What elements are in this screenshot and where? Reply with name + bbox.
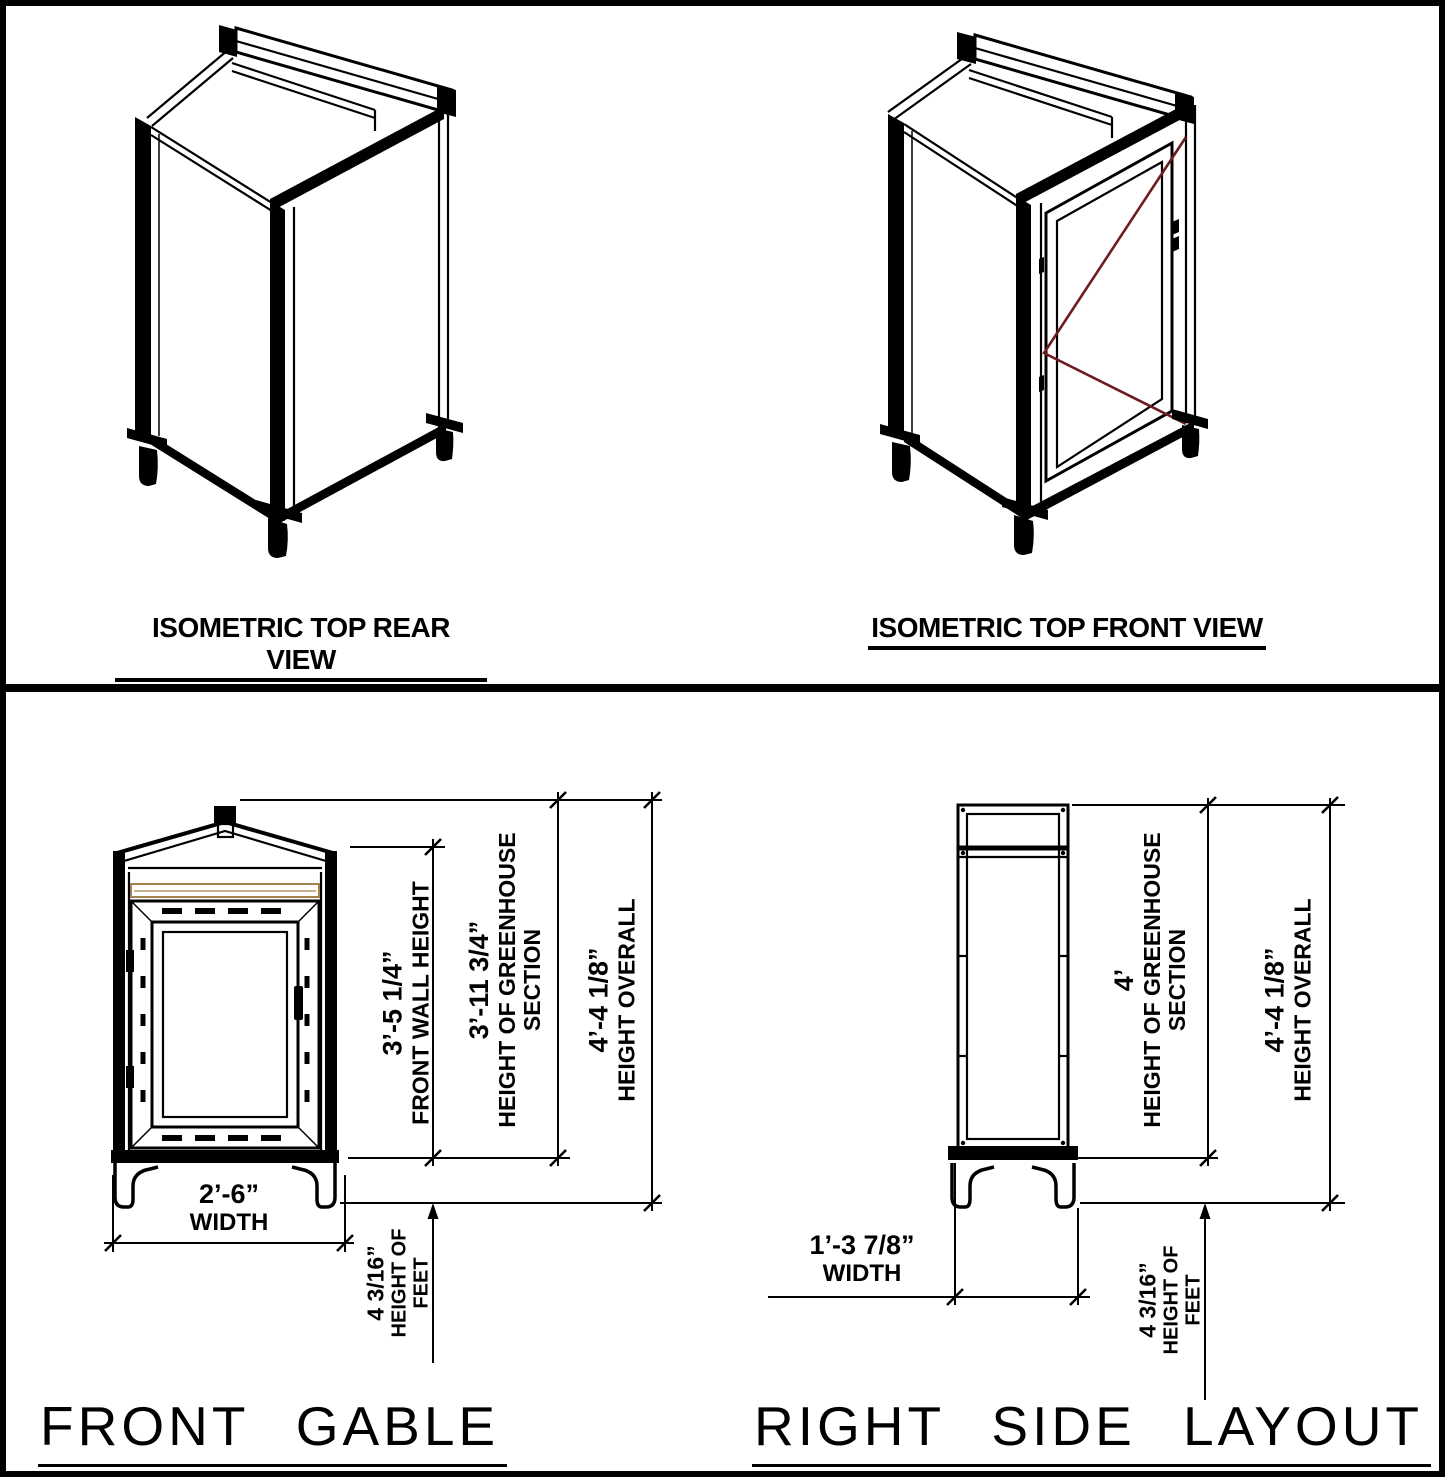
dim-value: 4 3/16” — [1134, 1262, 1161, 1338]
door-handle — [1172, 236, 1179, 252]
door-handle — [294, 986, 303, 1020]
foot — [1014, 515, 1034, 555]
dim-width: 2’-6” WIDTH — [129, 1179, 329, 1236]
rear-left-post — [135, 117, 151, 441]
gable-roof — [116, 819, 334, 855]
foot-plate — [256, 500, 302, 523]
door-glass — [161, 930, 289, 1119]
door-swing-lines — [1042, 136, 1188, 426]
iso-rear-view-title: ISOMETRIC TOP REAR VIEW — [115, 612, 487, 682]
door-frame-inner — [150, 920, 300, 1129]
eave-trim — [1016, 101, 1191, 207]
foot — [892, 442, 911, 482]
door-hinge — [1039, 375, 1044, 392]
dim-label: HEIGHT OF GREENHOUSE — [1138, 832, 1165, 1128]
iso-rear-drawing — [127, 25, 463, 558]
apex-finial — [214, 806, 236, 823]
bottom-sill — [111, 1150, 339, 1163]
right-side-title: RIGHT SIDE LAYOUT — [752, 1394, 1432, 1467]
door-hinge — [126, 1066, 134, 1088]
door-handle — [1172, 219, 1179, 235]
dim-label: HEIGHT OF — [1160, 1245, 1183, 1355]
door-hinge — [1039, 257, 1044, 274]
door-frame-outer — [129, 899, 321, 1150]
foot — [950, 1163, 995, 1209]
dim-value: 1’-3 7/8” — [809, 1230, 915, 1260]
front-gable-dimensions — [103, 790, 662, 1363]
foot — [1031, 1163, 1076, 1209]
foot — [291, 1163, 337, 1209]
dim-label: FRONT WALL HEIGHT — [407, 881, 434, 1125]
dim-value: 3’-5 1/4” — [377, 950, 408, 1056]
foot-plate — [880, 424, 920, 445]
near-corner-post — [270, 201, 285, 521]
foot-plate — [426, 413, 463, 433]
glazed-door — [1044, 140, 1174, 484]
foot-plate — [1002, 497, 1048, 520]
foot — [113, 1163, 159, 1209]
front-gable-drawing — [111, 806, 339, 1209]
foot — [139, 446, 158, 486]
dim-label: HEIGHT OF — [388, 1228, 411, 1338]
right-side-drawing — [948, 803, 1078, 1209]
dim-value: 4’-4 1/8” — [1259, 947, 1290, 1053]
dim-label: WIDTH — [189, 1208, 269, 1236]
front-gable-title: FRONT GABLE — [38, 1394, 508, 1467]
door-hinge — [126, 950, 134, 972]
dim-label: FEET — [410, 1257, 433, 1309]
dim-label: SECTION — [1163, 928, 1190, 1032]
door-glass — [1055, 160, 1164, 470]
foot — [268, 518, 288, 558]
near-corner-post — [1016, 196, 1031, 516]
dim-value: 3’-11 3/4” — [463, 920, 494, 1040]
eave-trim — [270, 106, 444, 212]
iso-front-view-title: ISOMETRIC TOP FRONT VIEW — [868, 612, 1266, 650]
right-post — [325, 851, 337, 1162]
dim-width: 1’-3 7/8” WIDTH — [762, 1230, 962, 1287]
dim-label: WIDTH — [822, 1259, 902, 1287]
dim-label: SECTION — [518, 928, 545, 1032]
dim-value: 2’-6” — [198, 1179, 260, 1209]
foot — [436, 428, 454, 462]
dim-value: 4’-4 1/8” — [583, 947, 614, 1053]
dim-label: HEIGHT OF GREENHOUSE — [493, 832, 520, 1128]
iso-front-drawing — [880, 32, 1208, 555]
dim-label: HEIGHT OVERALL — [1289, 898, 1316, 1102]
dim-value: 4’ — [1108, 968, 1139, 992]
ridge-end-cap — [219, 25, 237, 57]
bottom-sill — [948, 1146, 1078, 1160]
ridge-end-cap — [957, 32, 976, 64]
dim-label: FEET — [1182, 1274, 1205, 1326]
foot-plate — [127, 428, 167, 449]
left-post — [113, 851, 125, 1162]
foot — [1182, 425, 1200, 459]
rear-left-post — [888, 114, 904, 438]
right-side-dimensions — [768, 795, 1345, 1400]
dim-label: HEIGHT OVERALL — [613, 898, 640, 1102]
dim-value: 4 3/16” — [362, 1245, 389, 1321]
side-frame-inner — [965, 812, 1061, 1141]
foot-plate — [1172, 409, 1208, 429]
